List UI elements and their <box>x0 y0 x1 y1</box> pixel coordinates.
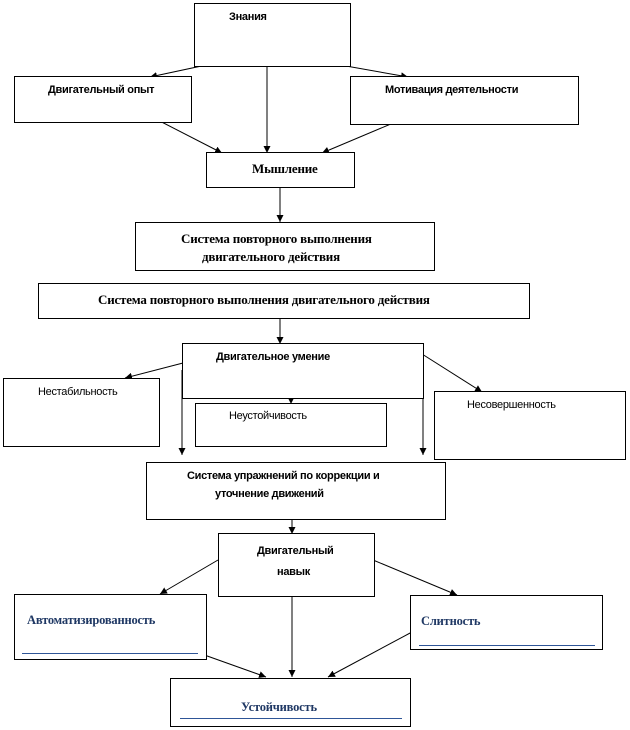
node-nesovershennost <box>434 391 626 460</box>
node-avtomatizirovannost <box>14 594 207 660</box>
node-avtomatizirovannost-label: Автоматизированность <box>27 613 156 627</box>
node-slitnost <box>410 595 603 650</box>
node-sistema-uprazhneniy-line2: уточнение движений <box>215 488 324 500</box>
node-dvig-umenie <box>182 343 424 399</box>
node-ustoychivost-label: Устойчивость <box>241 700 317 714</box>
node-myshlenie-label: Мышление <box>252 161 318 176</box>
node-sistema-uprazhneniy-line1: Система упражнений по коррекции и <box>187 470 380 482</box>
node-sistema-povtornogo-1-line2: двигательного действия <box>202 249 340 264</box>
arrow-slitnost-to-ustoychivost <box>327 631 413 678</box>
node-sistema-povtornogo-1-line1: Система повторного выполнения <box>181 231 372 246</box>
node-neustoychivost-label: Неустойчивость <box>229 410 307 422</box>
node-dvig-navyk <box>218 533 375 597</box>
node-dvig-navyk-line1: Двигательный <box>257 545 334 557</box>
arrow-navyk-to-avtomat <box>159 559 219 595</box>
arrow-umenie-to-nestabilnost <box>124 362 184 380</box>
node-slitnost-label: Слитность <box>421 614 481 628</box>
node-sistema-povtornogo-1 <box>135 222 435 271</box>
arrow-navyk-to-slitnost <box>372 559 458 596</box>
node-ustoychivost-underline <box>180 718 402 719</box>
node-avtomatizirovannost-underline <box>22 653 198 654</box>
node-sistema-povtornogo-2 <box>38 283 530 319</box>
node-motivaciya <box>350 76 579 125</box>
arrow-umenie-to-nesovershennost <box>421 353 483 393</box>
node-sistema-povtornogo-2-label: Система повторного выполнения двигательн… <box>98 292 430 307</box>
node-nestabilnost-label: Нестабильность <box>38 386 118 398</box>
node-znaniya-label: Знания <box>229 11 267 23</box>
node-slitnost-underline <box>419 645 595 646</box>
node-nestabilnost <box>3 378 160 447</box>
node-myshlenie <box>206 152 355 188</box>
node-neustoychivost <box>195 403 387 447</box>
node-dvig-opyt <box>14 76 192 123</box>
node-dvig-umenie-label: Двигательное умение <box>216 351 330 363</box>
node-dvig-opyt-label: Двигательный опыт <box>48 84 155 96</box>
node-dvig-navyk-line2: навык <box>277 566 310 578</box>
node-motivaciya-label: Мотивация деятельности <box>385 84 519 96</box>
node-sistema-uprazhneniy <box>146 462 446 520</box>
node-znaniya <box>194 3 351 67</box>
node-nesovershennost-label: Несовершенность <box>467 399 556 411</box>
